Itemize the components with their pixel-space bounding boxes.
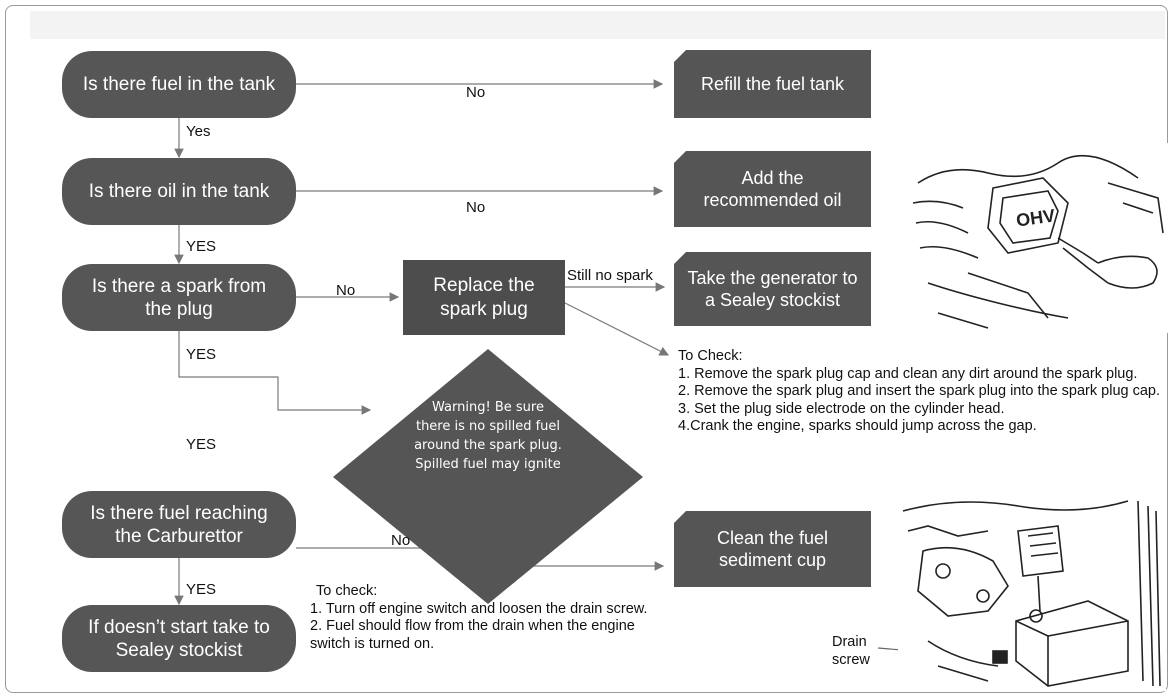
node-no-start-stockist: If doesn’t start take to Sealey stockist (62, 605, 296, 672)
edge-label-still-no-spark: Still no spark (567, 267, 653, 284)
edge-label-no-spark: No (336, 282, 356, 299)
edge-label-yes-oil: YES (186, 238, 217, 255)
action-take-generator: Take the generator to a Sealey stockist (674, 252, 871, 326)
spark-check-step: 4.Crank the engine, sparks should jump a… (678, 418, 1037, 434)
spark-check-title: To Check: (678, 348, 743, 364)
node-spark-from-plug: Is there a spark from the plug (62, 264, 296, 331)
edge-label-yes-carb: YES (186, 581, 217, 598)
edge-label-no-oil: No (466, 199, 486, 216)
fuel-check-title: To check: (316, 583, 378, 599)
edge-label-yes-spark: YES (186, 346, 217, 363)
node-oil-in-tank: Is there oil in the tank (62, 158, 296, 225)
action-clean-sediment-cup: Clean the fuel sediment cup (674, 511, 871, 587)
header-band (30, 11, 1165, 39)
action-refill-fuel: Refill the fuel tank (674, 50, 871, 118)
spark-check-step: 3. Set the plug side electrode on the cy… (678, 400, 1005, 417)
fuel-check-instructions: To check: 1. Turn off engine switch and … (310, 583, 655, 653)
drain-screw-label: Drain screw (832, 634, 870, 668)
action-add-oil: Add the recommended oil (674, 151, 871, 227)
edge-spark-warning (178, 331, 372, 415)
edge-label-no-carb: No (391, 532, 411, 549)
fuel-check-step: 1. Turn off engine switch and loosen the… (310, 600, 648, 617)
warning-diamond (333, 349, 643, 604)
node-fuel-to-carburettor: Is there fuel reaching the Carburettor (62, 491, 296, 558)
edge-label-no-fuel: No (466, 84, 486, 101)
spark-check-step: 2. Remove the spark plug and insert the … (678, 383, 1161, 399)
node-fuel-in-tank: Is there fuel in the tank (62, 51, 296, 118)
edge-label-yes-fuel: Yes (186, 123, 211, 140)
warning-text: Warning! Be sure there is no spilled fue… (414, 400, 562, 472)
fuel-check-step: 2. Fuel should flow from the drain when … (310, 618, 635, 652)
spark-plug-illustration: OHV (908, 143, 1168, 333)
edge-replace-check (564, 302, 670, 356)
spark-check-instructions: To Check: 1. Remove the spark plug cap a… (678, 348, 1163, 436)
edge-label-yes-middle: YES (186, 436, 217, 453)
action-replace-spark-plug: Replace the spark plug (403, 260, 565, 335)
sediment-cup-illustration (898, 491, 1166, 691)
spark-check-step: 1. Remove the spark plug cap and clean a… (678, 365, 1138, 382)
